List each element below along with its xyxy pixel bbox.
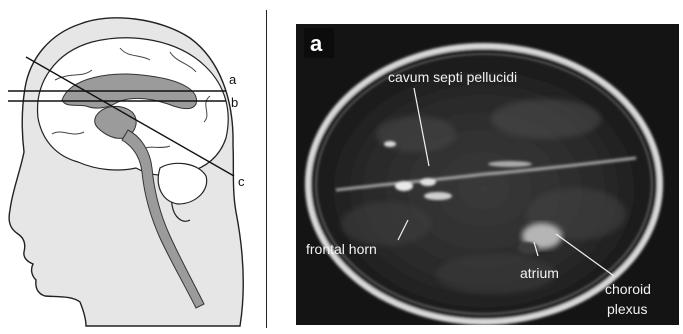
panel-letter: a: [310, 31, 323, 56]
head-diagram-panel: a b c: [0, 0, 266, 329]
ultrasound-image: a cavum septi pellucidi frontal horn atr…: [296, 24, 679, 325]
ultrasound-panel: a cavum septi pellucidi frontal horn atr…: [296, 24, 679, 325]
head-diagram: a b c: [0, 0, 266, 329]
label-frontal-horn: frontal horn: [306, 241, 377, 257]
label-atrium: atrium: [520, 265, 559, 281]
plane-label-a: a: [229, 72, 237, 87]
plane-label-c: c: [238, 174, 245, 189]
plane-label-b: b: [231, 95, 238, 110]
label-choroid: choroid: [605, 281, 651, 297]
panel-divider: [266, 10, 267, 328]
label-plexus: plexus: [607, 301, 647, 317]
label-cavum-septi-pellucidi: cavum septi pellucidi: [388, 69, 517, 85]
